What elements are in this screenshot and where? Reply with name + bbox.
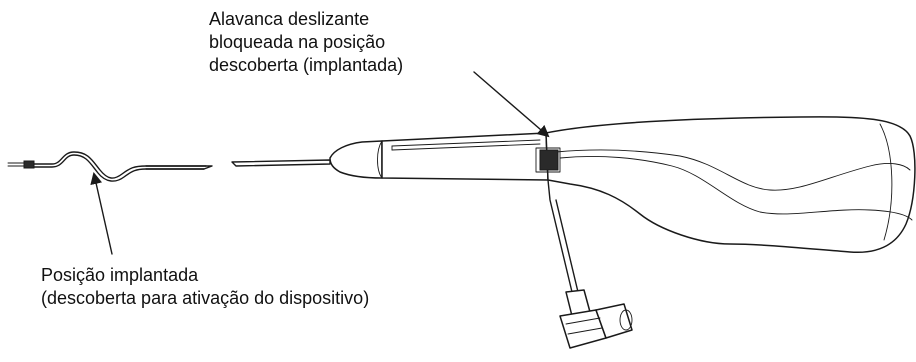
slider-callout-line-2: bloqueada na posição <box>209 32 386 52</box>
slider-callout-line-1: Alavanca deslizante <box>209 9 370 29</box>
implant-pointer-arrow <box>90 172 113 255</box>
inserter-handle <box>329 116 916 349</box>
slider-callout-line-3: descoberta (implantada) <box>209 55 404 75</box>
slider-pointer-arrow <box>473 71 550 138</box>
implant-callout: Posição implantada (descoberta para ativ… <box>41 264 369 310</box>
slider-lever <box>539 149 559 171</box>
needle <box>231 159 331 167</box>
implant-callout-line-1: Posição implantada <box>41 265 199 285</box>
slider-callout: Alavanca deslizante bloqueada na posição… <box>209 8 403 77</box>
implant-callout-line-2: (descoberta para ativação do dispositivo… <box>41 288 370 308</box>
implanted-lead <box>7 151 213 182</box>
